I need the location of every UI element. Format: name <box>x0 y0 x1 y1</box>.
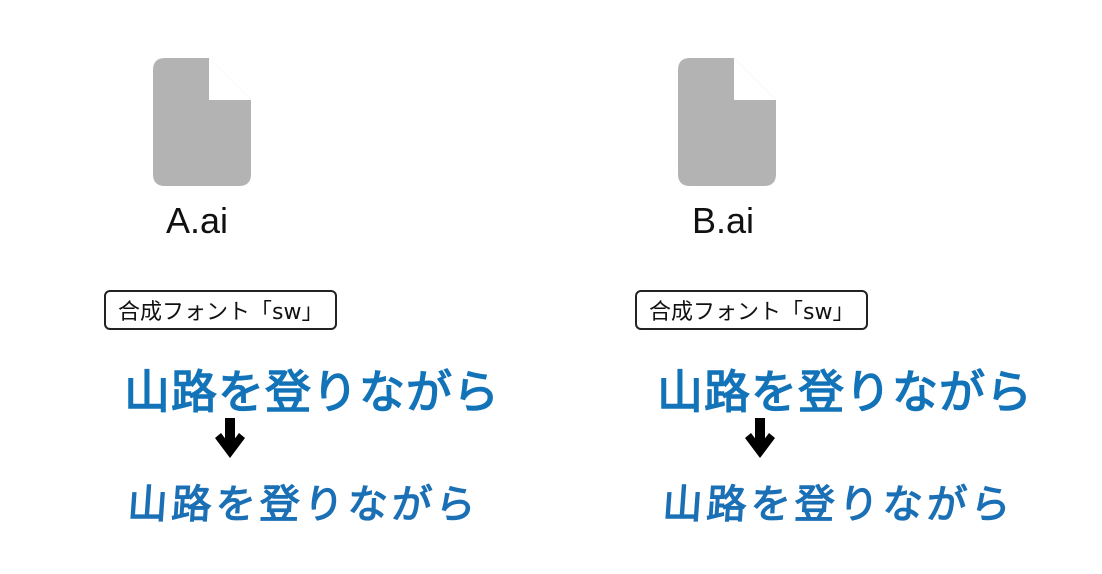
arrow-down-icon <box>215 418 245 458</box>
result-text: 山路を登りながら <box>126 482 482 528</box>
file-panel-b: B.ai 合成フォント「sw」 山路を登りながら 山路を登りながら <box>551 0 1102 574</box>
file-panel-a: A.ai 合成フォント「sw」 山路を登りながら 山路を登りながら <box>104 58 500 528</box>
file-name[interactable]: A.ai <box>166 200 229 241</box>
font-badge: 合成フォント「sw」 <box>104 290 338 330</box>
document-icon[interactable] <box>678 58 776 186</box>
sample-text: 山路を登りながら <box>657 365 1033 419</box>
file-name[interactable]: B.ai <box>692 200 755 241</box>
sample-text: 山路を登りながら <box>124 365 500 419</box>
arrow-down-icon <box>745 418 775 458</box>
result-text: 山路を登りながら <box>661 482 1017 528</box>
document-icon[interactable] <box>153 58 251 186</box>
font-badge: 合成フォント「sw」 <box>635 290 869 330</box>
